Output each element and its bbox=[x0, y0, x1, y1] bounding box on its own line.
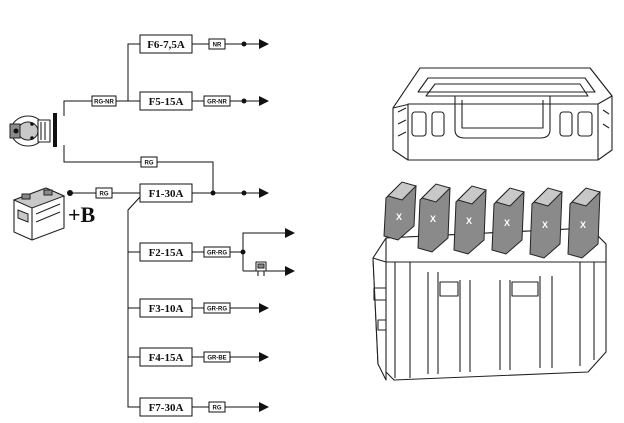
battery-icon bbox=[12, 187, 66, 241]
fuse-blade-2: X bbox=[417, 183, 451, 253]
fuse-f6-label: F6-7,5A bbox=[147, 39, 185, 51]
wire-tag-f4 bbox=[203, 351, 231, 363]
svg-text:X: X bbox=[580, 220, 586, 230]
wiring-schematic: +B RG-NR RG RG F6-7,5A NR F5-15A GR-NR F… bbox=[9, 34, 295, 417]
wire-tag-f5 bbox=[203, 95, 231, 107]
connector-plug-icon bbox=[255, 261, 267, 276]
wire-tag-f3 bbox=[203, 302, 231, 314]
wire-label-f4: GR-BE bbox=[207, 356, 226, 362]
wire-tag-battery-f1 bbox=[95, 187, 113, 199]
fuse-box-illustration: X X X X X X bbox=[372, 67, 613, 381]
wire-label-f2: GR-RG bbox=[207, 251, 227, 257]
fuse-box-lid bbox=[392, 67, 613, 161]
wire-tag-f2 bbox=[203, 246, 231, 258]
svg-text:X: X bbox=[504, 218, 510, 228]
wire-tag-switch-f5 bbox=[91, 95, 117, 107]
fuse-blade-3: X bbox=[453, 185, 487, 255]
wire-label-f3: GR-RG bbox=[207, 307, 227, 313]
fuse-blade-1: X bbox=[383, 181, 417, 241]
fuse-f5-label: F5-15A bbox=[149, 96, 184, 108]
wire-label-switch-f1: RG bbox=[145, 161, 154, 167]
ignition-switch-icon bbox=[9, 115, 51, 147]
svg-text:X: X bbox=[542, 220, 548, 230]
svg-text:X: X bbox=[430, 214, 436, 224]
fuse-blade-5: X bbox=[529, 187, 563, 259]
wire-label-battery-f1: RG bbox=[100, 192, 109, 198]
fuse-blade-6: X bbox=[567, 187, 601, 259]
supply-label: +B bbox=[68, 202, 96, 227]
fuse-f3-label: F3-10A bbox=[149, 303, 184, 315]
wire-tag-switch-f1 bbox=[140, 156, 158, 168]
branch-bus bbox=[127, 196, 141, 408]
fuse-blade-4: X bbox=[491, 187, 525, 255]
wire-tag-f7 bbox=[208, 401, 226, 413]
wire-label-f6: NR bbox=[213, 43, 222, 49]
svg-text:X: X bbox=[466, 216, 472, 226]
fuse-f7-label: F7-30A bbox=[149, 402, 184, 414]
wire-label-switch-f5: RG-NR bbox=[94, 100, 114, 106]
wire-label-f5: GR-NR bbox=[207, 100, 227, 106]
fuse-f2-label: F2-15A bbox=[149, 247, 184, 259]
wire-label-f7: RG bbox=[213, 406, 222, 412]
fuse-f1-label: F1-30A bbox=[149, 188, 184, 200]
switch-contact-bar bbox=[53, 113, 57, 147]
fuse-f4-label: F4-15A bbox=[149, 352, 184, 364]
f2-output-arrow-upper bbox=[242, 228, 295, 252]
wire-tag-f6 bbox=[208, 38, 226, 50]
svg-text:X: X bbox=[396, 212, 402, 222]
